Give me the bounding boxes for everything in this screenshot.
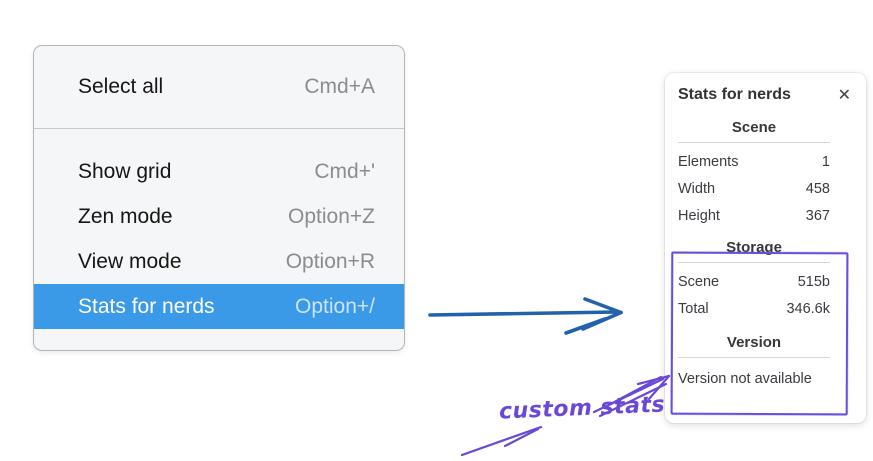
stats-panel-body: Scene Elements 1 Width 458 Height 367 St… bbox=[678, 119, 853, 392]
section-rule bbox=[678, 142, 830, 143]
menu-item-shortcut: Cmd+' bbox=[314, 159, 375, 183]
menu-item-select-all[interactable]: Select all Cmd+A bbox=[34, 46, 404, 128]
stat-label: Elements bbox=[678, 153, 739, 170]
stat-value: 1 bbox=[821, 153, 830, 170]
section-rule bbox=[678, 357, 830, 358]
section-header-version: Version bbox=[726, 334, 782, 351]
stat-row-elements: Elements 1 bbox=[678, 148, 830, 175]
menu-item-label: Zen mode bbox=[78, 204, 173, 228]
stat-row-total-size: Total 346.6k bbox=[678, 295, 830, 322]
menu-item-label: Select all bbox=[78, 75, 164, 98]
stat-value: 367 bbox=[805, 207, 830, 224]
stat-label: Scene bbox=[678, 273, 720, 290]
stat-row-width: Width 458 bbox=[678, 175, 830, 202]
menu-item-label: View mode bbox=[78, 249, 182, 273]
menu-divider bbox=[34, 128, 404, 129]
stat-value: 346.6k bbox=[786, 300, 830, 317]
menu-item-shortcut: Option+/ bbox=[295, 294, 375, 318]
storage-stats-table: Scene 515b Total 346.6k bbox=[678, 268, 830, 322]
menu-item-zen-mode[interactable]: Zen mode Option+Z bbox=[34, 194, 404, 239]
section-header-storage: Storage bbox=[726, 239, 782, 256]
stat-label: Width bbox=[678, 180, 716, 197]
custom-stats-annotation-label: custom stats bbox=[498, 392, 666, 425]
section-header-scene: Scene bbox=[731, 119, 777, 136]
stat-value: 515b bbox=[797, 273, 830, 290]
pointer-arrow-icon bbox=[428, 297, 623, 335]
menu-section-top: Select all Cmd+A bbox=[34, 46, 404, 128]
context-menu: Select all Cmd+A Show grid Cmd+' Zen mod… bbox=[33, 45, 405, 351]
annotation-underline-stroke bbox=[460, 425, 543, 457]
menu-item-shortcut: Cmd+A bbox=[304, 75, 375, 98]
version-note: Version not available bbox=[678, 370, 812, 387]
menu-item-label: Stats for nerds bbox=[78, 294, 215, 318]
section-rule bbox=[678, 262, 830, 263]
menu-item-stats-for-nerds[interactable]: Stats for nerds Option+/ bbox=[34, 284, 404, 329]
stats-panel-title: Stats for nerds bbox=[678, 86, 791, 103]
menu-section-main: Show grid Cmd+' Zen mode Option+Z View m… bbox=[34, 129, 404, 329]
menu-item-shortcut: Option+Z bbox=[288, 204, 375, 228]
stats-panel-header: Stats for nerds ✕ bbox=[678, 85, 853, 105]
close-icon[interactable]: ✕ bbox=[837, 85, 851, 104]
stat-label: Height bbox=[678, 207, 720, 224]
stat-value: 458 bbox=[805, 180, 830, 197]
scene-stats-table: Elements 1 Width 458 Height 367 bbox=[678, 148, 830, 229]
stat-label: Total bbox=[678, 300, 709, 317]
stat-row-height: Height 367 bbox=[678, 202, 830, 229]
stats-panel: Stats for nerds ✕ Scene Elements 1 Width… bbox=[665, 73, 866, 423]
stat-row-scene-size: Scene 515b bbox=[678, 268, 830, 295]
menu-item-shortcut: Option+R bbox=[285, 249, 375, 273]
menu-item-label: Show grid bbox=[78, 159, 172, 183]
menu-item-view-mode[interactable]: View mode Option+R bbox=[34, 239, 404, 284]
menu-item-show-grid[interactable]: Show grid Cmd+' bbox=[34, 149, 404, 194]
